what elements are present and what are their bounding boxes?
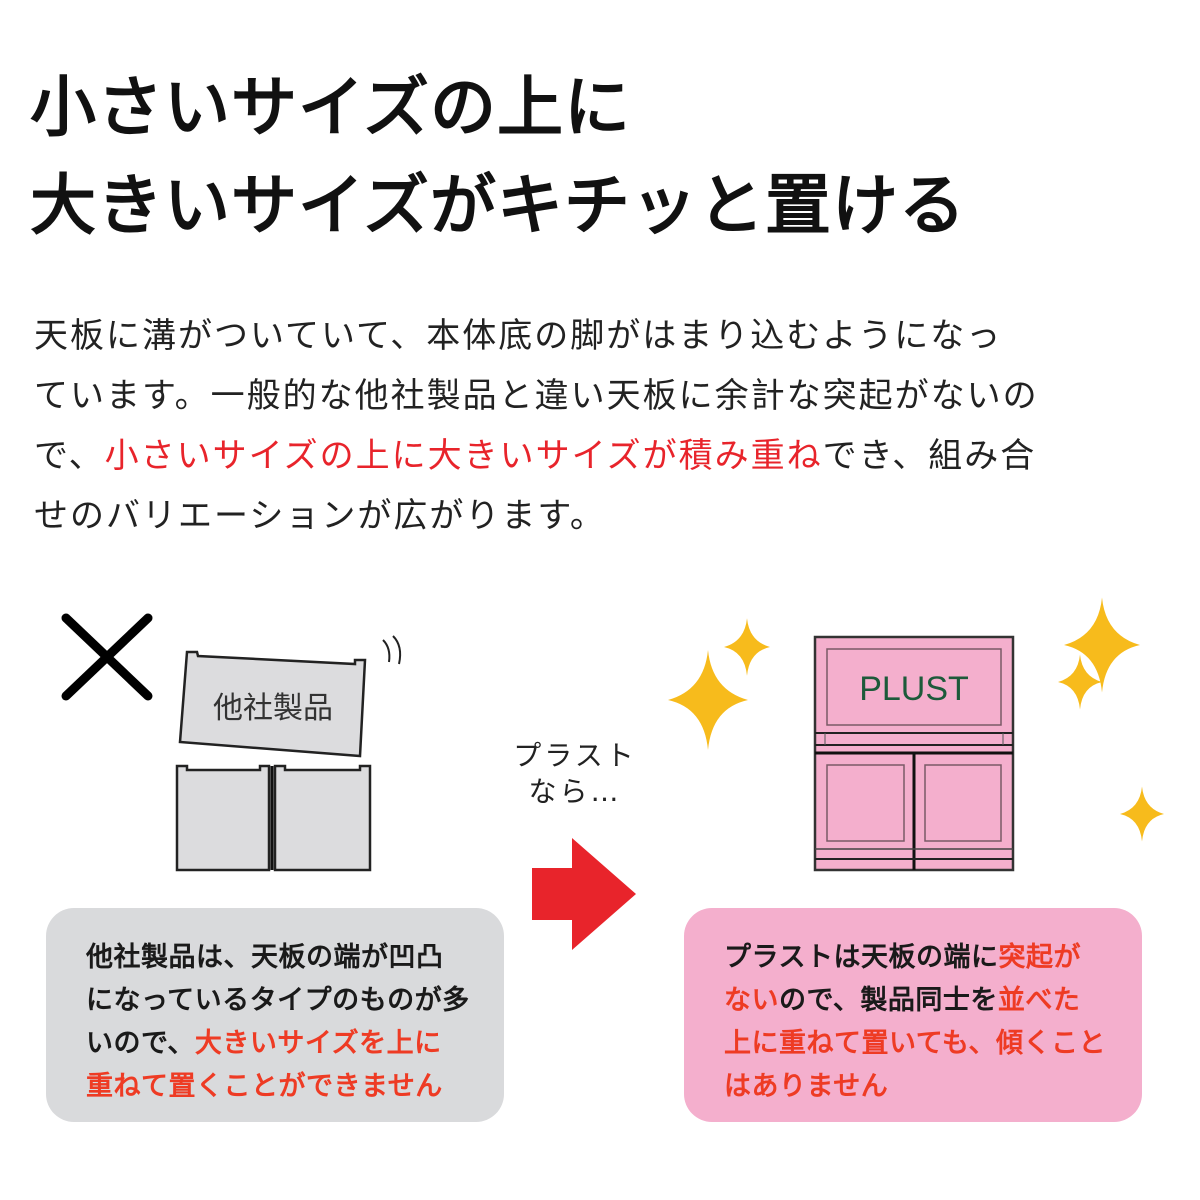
title-line-1: 小さいサイズの上に	[30, 68, 632, 146]
note-text: いので、	[86, 1028, 195, 1059]
note-highlight: 上に重ねて置いても、傾くこと	[724, 1028, 1107, 1059]
sparkle-icon	[668, 650, 748, 750]
arrow-caption-line-1: プラスト	[513, 739, 637, 772]
note-line: になっているタイプのものが多	[86, 985, 470, 1016]
other-product-illustration: 他社製品	[175, 635, 402, 872]
right-arrow-icon	[532, 838, 636, 950]
note-line: ないので、製品同士を並べた	[724, 979, 1112, 1022]
note-highlight: はありません	[724, 1071, 889, 1102]
description-line-1: 天板に溝がついていて、本体底の脚がはまり込むようになっ	[34, 316, 1003, 356]
cross-icon	[61, 613, 153, 701]
sparkle-icon	[1120, 786, 1164, 842]
description-text: で、	[34, 436, 105, 476]
note-line: いので、大きいサイズを上に	[86, 1022, 474, 1065]
arrow-caption: プラスト なら…	[490, 738, 660, 810]
note-highlight: 重ねて置くことができません	[86, 1071, 443, 1102]
plust-note: プラストは天板の端に突起が ないので、製品同士を並べた 上に重ねて置いても、傾く…	[684, 908, 1142, 1122]
title-line-2: 大きいサイズがキチッと置ける	[30, 166, 967, 244]
plust-product-illustration: PLUST	[813, 635, 1015, 872]
arrow-caption-line-2: なら…	[528, 775, 622, 808]
note-line: プラストは天板の端に突起が	[724, 936, 1112, 979]
note-line: 他社製品は、天板の端が凹凸	[86, 942, 444, 973]
description-highlight: 小さいサイズの上に大きいサイズが積み重ね	[104, 436, 823, 476]
sparkle-icon	[1058, 654, 1102, 710]
note-text: ので、製品同士を	[779, 985, 998, 1016]
other-product-note: 他社製品は、天板の端が凹凸 になっているタイプのものが多 いので、大きいサイズを…	[46, 908, 504, 1122]
note-highlight: ない	[724, 985, 779, 1016]
plust-label: PLUST	[859, 670, 969, 708]
description-line-4: せのバリエーションが広がります。	[34, 496, 606, 536]
note-highlight: 突起が	[998, 942, 1081, 973]
description-line-3: で、小さいサイズの上に大きいサイズが積み重ねでき、組み合	[34, 426, 1184, 486]
other-product-label: 他社製品	[213, 691, 333, 726]
page-title: 小さいサイズの上に 大きいサイズがキチッと置ける	[30, 58, 966, 254]
sparkle-icon	[1064, 597, 1140, 693]
note-text: プラストは天板の端に	[724, 942, 999, 973]
description: 天板に溝がついていて、本体底の脚がはまり込むようになっ ています。一般的な他社製…	[34, 306, 1184, 546]
sparkle-icon	[724, 618, 770, 676]
description-text: でき、組み合	[822, 436, 1037, 476]
note-highlight: 大きいサイズを上に	[194, 1028, 442, 1059]
description-line-2: ています。一般的な他社製品と違い天板に余計な突起がないの	[34, 376, 1039, 416]
note-highlight: 並べた	[997, 985, 1081, 1016]
